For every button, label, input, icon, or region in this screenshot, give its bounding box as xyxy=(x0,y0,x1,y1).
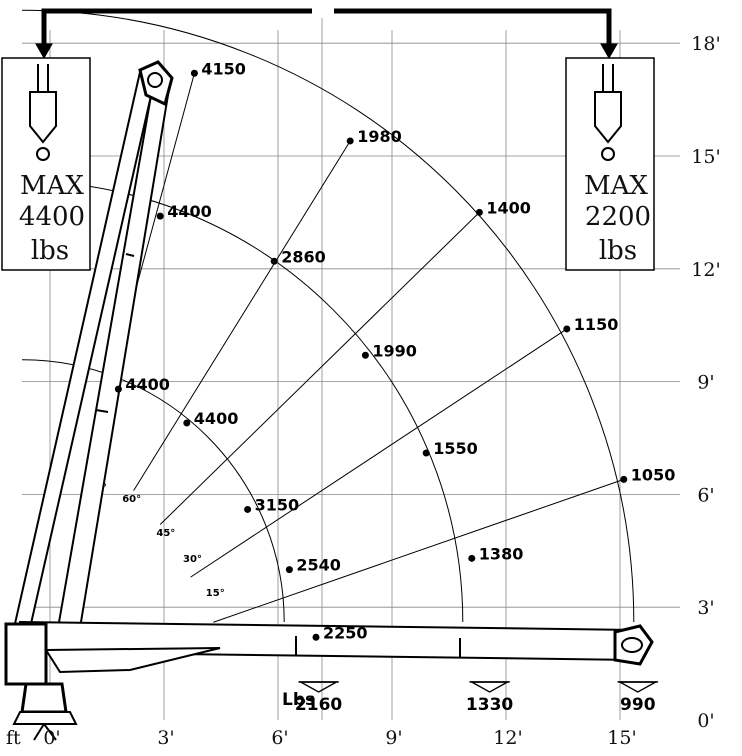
capacity-label: 1980 xyxy=(357,127,402,146)
triangle-marker-icon xyxy=(617,681,659,693)
capacity-point xyxy=(270,257,278,265)
x-tick-label: 15' xyxy=(607,727,636,749)
max-right-line2: 2200 xyxy=(585,202,651,232)
y-tick-label: 6' xyxy=(697,484,714,506)
capacity-point xyxy=(244,505,252,513)
base-capacity-value: 2160 xyxy=(295,695,342,715)
x-tick-label: 0' xyxy=(43,727,60,749)
y-tick-label: 18' xyxy=(691,33,720,55)
y-tick-label: 9' xyxy=(697,372,714,394)
boom-angle-label: 15° xyxy=(206,588,225,599)
y-tick-label: 0' xyxy=(697,710,714,732)
y-tick-label: 3' xyxy=(697,597,714,619)
crane-illustration xyxy=(4,60,654,741)
capacity-point xyxy=(156,212,164,220)
x-unit-label: ft xyxy=(6,727,21,749)
capacity-point xyxy=(361,351,369,359)
max-left-line2: 4400 xyxy=(19,202,85,232)
capacity-label: 1380 xyxy=(479,544,524,563)
boom-angle-label: 45° xyxy=(156,528,175,539)
boom-angle-label: 30° xyxy=(183,554,202,565)
base-capacity-value: 990 xyxy=(620,695,656,715)
lift-arrows xyxy=(35,8,618,60)
capacity-point xyxy=(563,325,571,333)
capacity-label: 4400 xyxy=(125,375,170,394)
capacity-point xyxy=(346,137,354,145)
max-left-line1: MAX xyxy=(20,171,84,201)
triangle-marker-icon xyxy=(468,681,511,693)
capacity-point xyxy=(422,449,430,457)
boom-angle-line xyxy=(190,328,568,578)
capacity-point xyxy=(183,419,191,427)
boom-angle-line xyxy=(159,212,480,525)
capacity-point xyxy=(475,208,483,216)
pedestal xyxy=(20,682,68,714)
capacity-point xyxy=(620,475,628,483)
capacity-label: 1550 xyxy=(433,439,478,458)
capacity-label: 2540 xyxy=(296,556,341,575)
capacity-label: 1400 xyxy=(486,198,531,217)
radius-arc xyxy=(21,9,635,623)
capacity-label: 3150 xyxy=(255,495,300,514)
capacity-label: 4150 xyxy=(201,59,246,78)
base-capacities: 2160 1330 990 xyxy=(295,681,659,715)
y-tick-label: 15' xyxy=(691,146,720,168)
capacity-point xyxy=(285,566,293,574)
capacity-label: 2860 xyxy=(281,247,326,266)
capacity-label: 4400 xyxy=(194,409,239,428)
x-tick-label: 9' xyxy=(385,727,402,749)
max-right-line3: lbs xyxy=(599,236,637,266)
axis-ticks: 0' 3' 6' 9' 12' 15' 0' 3' 6' 9' 12' 15' 18' xyxy=(43,33,720,749)
capacity-label: 1990 xyxy=(372,341,417,360)
max-left-box: MAX 4400 lbs xyxy=(1,57,91,271)
x-tick-label: 6' xyxy=(271,727,288,749)
max-right-line1: MAX xyxy=(584,171,648,201)
boom-angle-line xyxy=(133,140,351,491)
capacity-points: 4150 1980 1400 1150 1050 4400 2860 1990 1550 1380… xyxy=(114,59,676,642)
capacity-point xyxy=(114,385,122,393)
base-capacity-value: 1330 xyxy=(466,695,513,715)
capacity-label: 2250 xyxy=(323,623,368,642)
max-left-line3: lbs xyxy=(31,236,69,266)
capacity-label: 1150 xyxy=(574,315,619,334)
capacity-point xyxy=(190,69,198,77)
boom-angle-line xyxy=(213,478,624,623)
hook-icon xyxy=(29,64,57,161)
boom-angle-label: 60° xyxy=(122,494,141,505)
turret xyxy=(4,622,48,686)
hook-icon xyxy=(594,64,622,161)
x-tick-label: 12' xyxy=(493,727,522,749)
base-capacity-prefix: Lbs xyxy=(282,690,315,710)
capacity-point xyxy=(468,554,476,562)
capacity-label: 4400 xyxy=(167,202,212,221)
capacity-label: 1050 xyxy=(631,465,676,484)
y-tick-label: 12' xyxy=(691,259,720,281)
max-right-box: MAX 2200 lbs xyxy=(565,57,655,271)
x-tick-label: 3' xyxy=(157,727,174,749)
capacity-point xyxy=(312,633,320,641)
